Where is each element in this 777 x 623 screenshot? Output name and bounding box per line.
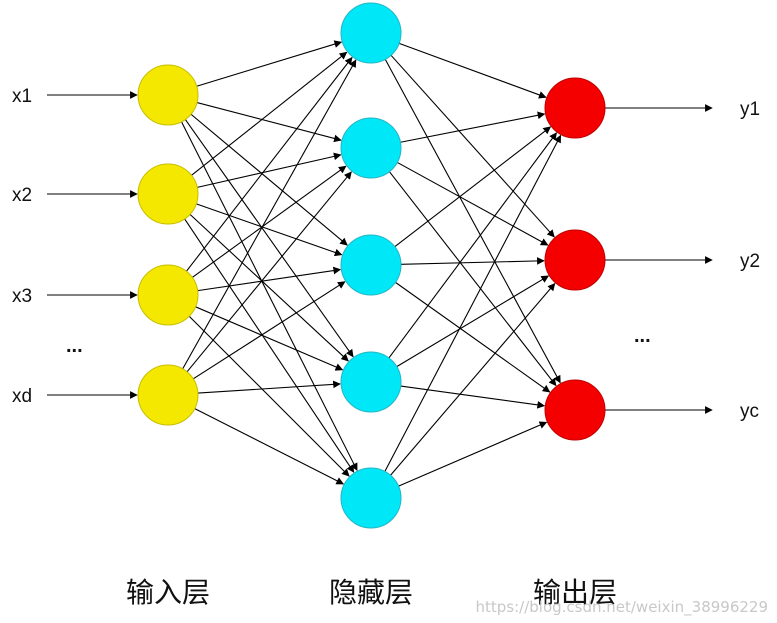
hidden-node-4 (340, 351, 402, 413)
input-ellipsis: ... (66, 335, 83, 357)
edge-input-4-hidden-4 (197, 380, 341, 394)
io-arrows (47, 91, 713, 414)
edge-hidden-5-output-2 (390, 282, 556, 476)
connection-edges (181, 40, 562, 487)
hidden-node-1 (340, 2, 402, 64)
neuron-nodes (137, 2, 606, 529)
io-labels: x1 x2 x3 ... xd y1 y2 ... yc (12, 86, 760, 422)
edge-hidden-4-output-1 (388, 132, 557, 359)
edge-input-2-hidden-5 (184, 218, 355, 473)
edge-input-3-hidden-1 (185, 56, 353, 272)
hidden-node-3 (340, 234, 402, 296)
edge-hidden-2-output-3 (388, 171, 557, 387)
input-layer-title: 输入层 (126, 576, 210, 609)
output-label-y2: y2 (740, 251, 760, 272)
output-layer-title: 输出层 (533, 576, 617, 609)
edge-hidden-3-output-2 (400, 257, 545, 265)
edge-input-1-hidden-2 (196, 102, 342, 143)
input-label-xd: xd (12, 386, 32, 407)
edge-input-4-hidden-3 (192, 281, 346, 380)
output-node-3 (544, 379, 606, 441)
output-node-2 (544, 229, 606, 291)
edge-hidden-4-output-3 (400, 385, 546, 409)
edge-hidden-2-output-2 (397, 161, 549, 246)
output-label-yc: yc (740, 401, 759, 422)
output-ellipsis: ... (634, 325, 651, 347)
edge-hidden-5-output-1 (384, 134, 562, 472)
edge-input-2-hidden-4 (189, 213, 349, 362)
edge-input-3-hidden-4 (195, 306, 344, 371)
edge-hidden-1-output-2 (390, 54, 555, 238)
edge-input-1-hidden-4 (184, 119, 354, 358)
input-node-4 (137, 364, 199, 426)
edge-input-1-hidden-5 (181, 121, 358, 472)
watermark: https://blog.csdn.net/weixin_38996229 (475, 598, 768, 617)
edge-hidden-3-output-1 (394, 126, 552, 248)
input-node-1 (137, 64, 199, 126)
input-node-2 (137, 163, 199, 225)
hidden-node-2 (340, 117, 402, 179)
edge-input-1-hidden-3 (190, 113, 348, 246)
edge-input-2-hidden-3 (196, 203, 343, 257)
edge-input-4-hidden-5 (194, 408, 345, 485)
edge-input-4-hidden-1 (182, 59, 357, 370)
input-label-x2: x2 (12, 185, 32, 206)
hidden-layer-title: 隐藏层 (329, 576, 413, 609)
edge-hidden-2-output-1 (400, 111, 546, 143)
edge-input-3-hidden-5 (188, 315, 350, 477)
edge-input-3-hidden-3 (197, 266, 342, 292)
edge-input-4-hidden-2 (186, 171, 352, 373)
edge-hidden-1-output-1 (398, 42, 547, 99)
input-node-3 (137, 264, 199, 326)
output-node-1 (544, 77, 606, 139)
hidden-node-5 (340, 467, 402, 529)
edge-input-1-hidden-1 (196, 40, 343, 87)
edge-input-2-hidden-1 (191, 51, 348, 176)
input-label-x1: x1 (12, 86, 32, 107)
input-label-x3: x3 (12, 286, 32, 307)
layer-titles: 输入层 隐藏层 输出层 (126, 576, 617, 609)
edge-input-2-hidden-2 (197, 152, 342, 188)
edge-hidden-1-output-3 (384, 59, 561, 384)
edge-hidden-4-output-2 (396, 275, 550, 368)
edge-input-3-hidden-2 (191, 165, 347, 278)
edge-hidden-5-output-3 (398, 421, 548, 487)
edge-hidden-3-output-3 (395, 281, 551, 393)
output-label-y1: y1 (740, 99, 760, 120)
